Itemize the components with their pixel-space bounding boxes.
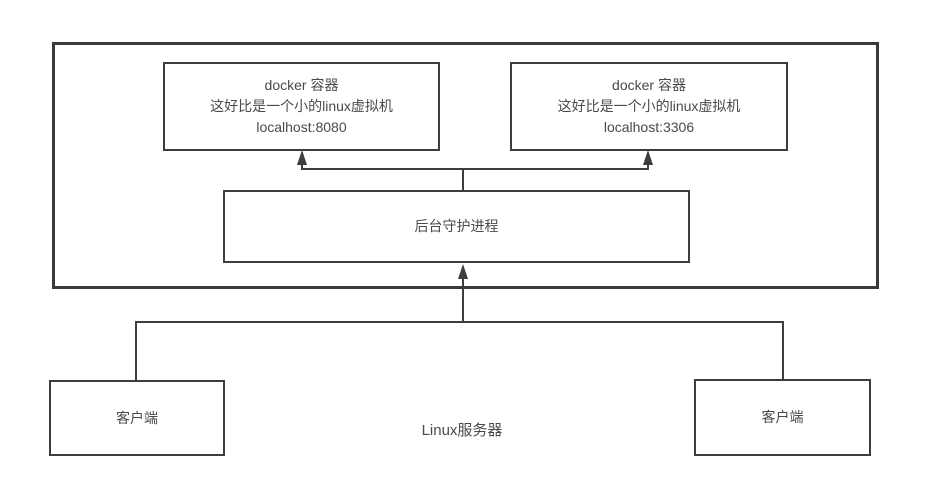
docker-container-title: docker 容器 <box>264 77 339 93</box>
client-label: 客户端 <box>761 409 804 425</box>
daemon-process-box: 后台守护进程 <box>223 190 690 263</box>
docker-container-addr: localhost:3306 <box>603 119 695 135</box>
daemon-process-label: 后台守护进程 <box>414 218 499 234</box>
linux-server-label: Linux服务器 <box>421 422 503 439</box>
docker-container-box-3306: docker 容器 这好比是一个小的linux虚拟机 localhost:330… <box>510 62 788 151</box>
docker-container-addr: localhost:8080 <box>256 119 347 135</box>
client-box-right: 客户端 <box>694 379 871 456</box>
docker-container-desc: 这好比是一个小的linux虚拟机 <box>210 98 393 114</box>
client-label: 客户端 <box>116 409 158 426</box>
client-box-left: 客户端 <box>49 380 225 456</box>
docker-container-desc: 这好比是一个小的linux虚拟机 <box>557 98 741 114</box>
docker-container-title: docker 容器 <box>612 77 686 93</box>
clients-bus-line <box>135 321 784 381</box>
docker-container-box-8080: docker 容器 这好比是一个小的linux虚拟机 localhost:808… <box>163 62 440 151</box>
